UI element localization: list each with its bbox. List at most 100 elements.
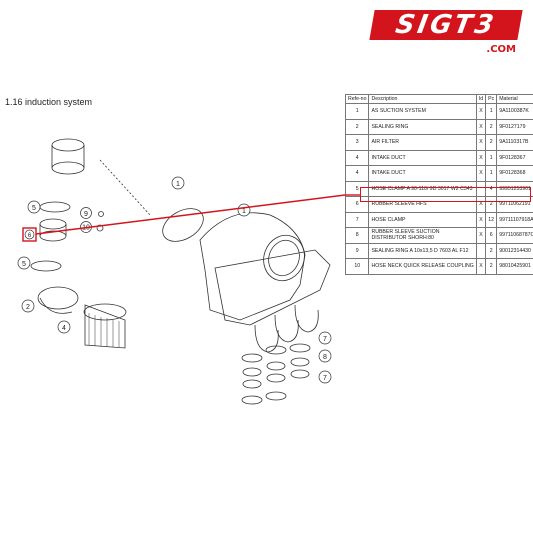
row-id — [475, 242, 487, 259]
sleeve-8 — [242, 367, 262, 377]
tube-body — [51, 145, 85, 168]
header-id: Id — [475, 94, 487, 104]
rubber-sleeve-top — [39, 218, 67, 230]
table-row[interactable]: 3 AIR FILTER X 2 9A1110317B — [344, 134, 533, 151]
table-row[interactable]: 7 HOSE CLAMP X 12 99711107918A — [344, 211, 533, 228]
header-material: Material — [496, 94, 533, 104]
clamp-7 — [242, 379, 262, 389]
air-filter-pleats — [88, 313, 120, 347]
svg-text:1: 1 — [176, 181, 180, 188]
row-material: 99711068787C — [496, 227, 533, 244]
table-row[interactable]: 2 SEALING RING X 2 9F0127179 — [344, 118, 533, 135]
sleeve-8 — [290, 357, 310, 367]
table-row[interactable]: 5 HOSE CLAMP A 90-110/ 9D 3017 W2 C343 4… — [344, 180, 533, 197]
svg-text:5: 5 — [32, 205, 36, 212]
callout-5b[interactable]: 5 — [17, 256, 31, 270]
brand-logo[interactable]: SIGT3 .COM — [369, 10, 523, 55]
row-id: X — [475, 258, 487, 275]
svg-text:4: 4 — [62, 325, 66, 332]
sleeve-8 — [266, 361, 286, 371]
row-pc: 1 — [485, 149, 498, 166]
callout-4[interactable]: 2 — [21, 299, 35, 313]
table-header-row: Refe-no Description Id Pc Material — [344, 94, 533, 104]
highlight-connector — [35, 194, 345, 235]
row-desc: HOSE CLAMP — [368, 211, 477, 228]
row-desc: HOSE NECK QUICK RELEASE COUPLING — [368, 258, 477, 275]
row-material: 9F0128368 — [496, 165, 533, 182]
svg-text:2: 2 — [26, 304, 30, 311]
row-no: 10 — [344, 258, 370, 275]
table-row-selected[interactable]: 6 RUBBER SLEEVE HFS X 2 99711062191 — [344, 196, 533, 213]
row-no: 2 — [344, 118, 370, 135]
rubber-sleeve-body — [39, 224, 67, 236]
table-row[interactable]: 9 SEALING RING A 10x13,5 D 7603 AL F12 2… — [344, 242, 533, 259]
callout-6-highlight — [22, 227, 37, 242]
row-desc: RUBBER SLEEVE SUCTION DISTRIBUTOR SHORH:… — [368, 227, 477, 244]
callout-7b[interactable]: 7 — [318, 370, 332, 384]
clamp-7 — [289, 343, 311, 353]
row-id: X — [475, 134, 487, 151]
callout-6[interactable]: 6 — [24, 229, 35, 240]
row-desc: AS SUCTION SYSTEM — [368, 103, 477, 120]
row-no: 3 — [344, 134, 370, 151]
callout-5[interactable]: 5 — [27, 200, 41, 214]
table-row[interactable]: 1 AS SUCTION SYSTEM X 1 9A1100387K — [344, 103, 533, 120]
row-material: 9A1110317B — [496, 134, 533, 151]
row-id: X — [475, 103, 487, 120]
selected-row-highlight — [360, 187, 531, 202]
callout-9[interactable]: 9 — [80, 207, 92, 219]
row-material: 9A1100387K — [496, 103, 533, 120]
callout-2[interactable]: 1 — [171, 176, 185, 190]
svg-text:7: 7 — [323, 336, 327, 343]
row-material: 9F0127179 — [496, 118, 533, 135]
callout-7[interactable]: 7 — [318, 331, 332, 345]
clamp-7 — [241, 353, 263, 363]
runner-1 — [254, 324, 279, 353]
section-title: 1.16 induction system — [5, 97, 93, 107]
suction-inlet-outer — [263, 234, 305, 282]
air-filter-body — [84, 304, 126, 349]
clamp-7 — [290, 369, 310, 379]
callout-8[interactable]: 8 — [318, 349, 332, 363]
row-pc: 6 — [485, 227, 498, 244]
callout-1[interactable]: 1 — [237, 203, 251, 217]
clamp-7 — [241, 395, 263, 405]
intake-duct-mouth — [37, 286, 79, 310]
table-row[interactable]: 4 INTAKE DUCT X 1 9F0128367 — [344, 149, 533, 166]
table-row[interactable]: 8 RUBBER SLEEVE SUCTION DISTRIBUTOR SHOR… — [344, 227, 533, 244]
clamp-7 — [266, 373, 286, 383]
parts-table: Refe-no Description Id Pc Material 1 AS … — [344, 94, 533, 275]
sealing-ring-small — [98, 211, 104, 217]
runner-3 — [294, 304, 319, 333]
row-no: 9 — [344, 242, 370, 259]
logo-text: SIGT3 — [369, 10, 523, 40]
table-row[interactable]: 4 INTAKE DUCT X 1 9F0128368 — [344, 165, 533, 182]
svg-text:7: 7 — [323, 375, 327, 382]
row-pc: 4 — [485, 180, 498, 197]
svg-text:6: 6 — [28, 233, 32, 239]
row-id: X — [475, 165, 487, 182]
row-desc: SEALING RING A 10x13,5 D 7603 AL F12 — [368, 242, 477, 259]
row-no: 1 — [344, 103, 370, 120]
row-material: 90012314430 — [496, 242, 533, 259]
header-pc: Pc — [485, 94, 498, 104]
suction-body — [199, 212, 306, 321]
row-desc: AIR FILTER — [368, 134, 477, 151]
row-id: X — [475, 211, 487, 228]
air-filter-top — [83, 303, 127, 321]
intake-duct-body — [39, 297, 73, 314]
header-refno: Refe-no — [344, 94, 370, 104]
hose-clamp — [30, 260, 62, 272]
callout-3[interactable]: 4 — [57, 320, 71, 334]
row-material: 98010425901 — [496, 258, 533, 275]
rubber-sleeve-bottom — [39, 230, 67, 242]
row-pc: 2 — [485, 242, 498, 259]
table-row[interactable]: 10 HOSE NECK QUICK RELEASE COUPLING X 2 … — [344, 258, 533, 275]
row-pc: 2 — [485, 258, 498, 275]
suction-inlet-inner — [268, 239, 300, 277]
row-desc: INTAKE DUCT — [368, 165, 477, 182]
clamp-7 — [265, 345, 287, 355]
svg-text:5: 5 — [22, 261, 26, 268]
tube-ring-top — [51, 138, 85, 152]
clamp-7 — [265, 391, 287, 401]
